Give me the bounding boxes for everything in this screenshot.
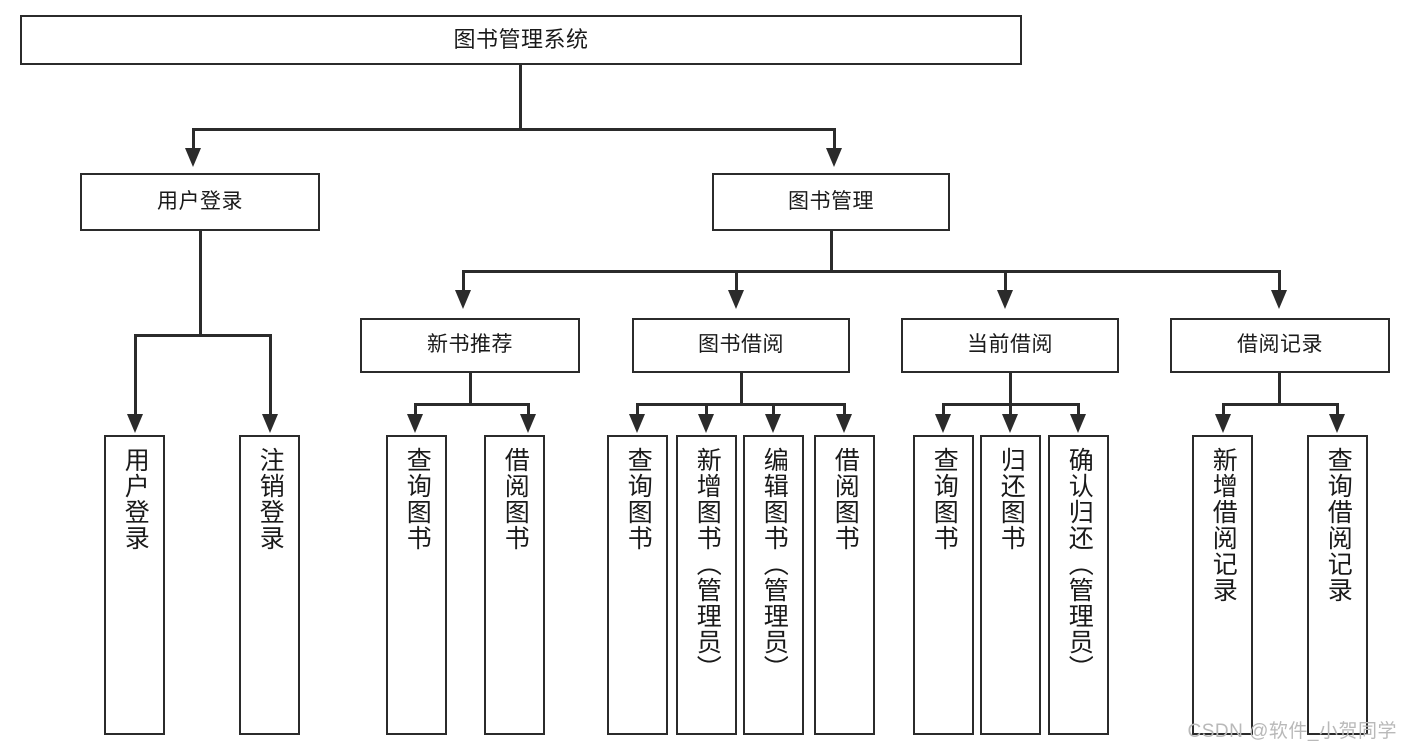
leaf-add-record-label: 新增借阅记录 [1209, 447, 1238, 603]
edge-nbr-stem [469, 373, 472, 406]
arrowhead-leaf-edit-book [765, 414, 781, 433]
arrowhead-leaf-borrow-book-1 [520, 414, 536, 433]
leaf-query-book-1[interactable]: 查询图书 [386, 435, 447, 735]
arrowhead-leaf-user-logout [262, 414, 278, 433]
edge-bb-to-leaf-3 [772, 403, 775, 417]
leaf-borrow-book-1-label: 借阅图书 [501, 447, 530, 551]
edge-bm-to-borrow-record [1278, 270, 1281, 292]
node-book-manage-label: 图书管理 [788, 189, 874, 213]
leaf-query-book-3[interactable]: 查询图书 [913, 435, 974, 735]
node-book-borrow-label: 图书借阅 [698, 333, 784, 357]
leaf-query-book-2[interactable]: 查询图书 [607, 435, 668, 735]
edge-bb-to-leaf-4 [843, 403, 846, 417]
edge-bb-to-leaf-2 [705, 403, 708, 417]
node-root-label: 图书管理系统 [453, 27, 589, 53]
edge-br-stem [1278, 373, 1281, 406]
edge-bm-to-book-borrow [735, 270, 738, 292]
leaf-borrow-book-1[interactable]: 借阅图书 [484, 435, 545, 735]
node-user-login[interactable]: 用户登录 [80, 173, 320, 231]
leaf-query-record[interactable]: 查询借阅记录 [1307, 435, 1368, 735]
edge-br-to-leaf-2 [1336, 403, 1339, 417]
arrowhead-leaf-query-book-3 [935, 414, 951, 433]
edge-user-login-stem [199, 231, 202, 337]
edge-cb-to-leaf-3 [1077, 403, 1080, 417]
leaf-add-record[interactable]: 新增借阅记录 [1192, 435, 1253, 735]
node-book-manage[interactable]: 图书管理 [712, 173, 950, 231]
leaf-edit-book[interactable]: 编辑图书（管理员） [743, 435, 804, 735]
arrowhead-leaf-borrow-book-2 [836, 414, 852, 433]
edge-user-login-to-leaf-2 [269, 334, 272, 416]
edge-root-to-user-login [192, 128, 195, 150]
node-current-borrow[interactable]: 当前借阅 [901, 318, 1119, 373]
leaf-borrow-book-2-label: 借阅图书 [831, 447, 860, 551]
edge-bb-to-leaf-1 [636, 403, 639, 417]
node-root[interactable]: 图书管理系统 [20, 15, 1022, 65]
leaf-query-book-3-label: 查询图书 [930, 447, 959, 551]
leaf-query-record-label: 查询借阅记录 [1324, 447, 1353, 603]
leaf-query-book-2-label: 查询图书 [624, 447, 653, 551]
edge-br-to-leaf-1 [1222, 403, 1225, 417]
arrowhead-leaf-query-book-2 [629, 414, 645, 433]
arrowhead-book-manage [826, 148, 842, 167]
arrowhead-leaf-return-book [1002, 414, 1018, 433]
edge-bb-stem [740, 373, 743, 406]
edge-user-login-bar [134, 334, 272, 337]
edge-cb-to-leaf-1 [942, 403, 945, 417]
arrowhead-leaf-add-book [698, 414, 714, 433]
leaf-add-book-label: 新增图书（管理员） [693, 447, 722, 681]
edge-user-login-to-leaf-1 [134, 334, 137, 416]
leaf-edit-book-label: 编辑图书（管理员） [760, 447, 789, 681]
edge-root-to-book-manage [833, 128, 836, 150]
edge-book-manage-stem [830, 231, 833, 273]
edge-nbr-to-leaf-1 [414, 403, 417, 417]
edge-bm-to-current-borrow [1004, 270, 1007, 292]
edge-cb-to-leaf-2 [1009, 403, 1012, 417]
edge-nbr-to-leaf-2 [527, 403, 530, 417]
arrowhead-new-book-recommend [455, 290, 471, 309]
node-borrow-record-label: 借阅记录 [1237, 333, 1323, 357]
node-current-borrow-label: 当前借阅 [967, 333, 1053, 357]
arrowhead-book-borrow [728, 290, 744, 309]
leaf-confirm-return[interactable]: 确认归还（管理员） [1048, 435, 1109, 735]
edge-bb-bar [636, 403, 846, 406]
arrowhead-leaf-confirm-return [1070, 414, 1086, 433]
arrowhead-user-login [185, 148, 201, 167]
edge-book-manage-bar [462, 270, 1281, 273]
edge-nbr-bar [414, 403, 530, 406]
leaf-return-book[interactable]: 归还图书 [980, 435, 1041, 735]
edge-bm-to-new-book [462, 270, 465, 292]
node-borrow-record[interactable]: 借阅记录 [1170, 318, 1390, 373]
edge-br-bar [1222, 403, 1339, 406]
leaf-add-book[interactable]: 新增图书（管理员） [676, 435, 737, 735]
leaf-user-logout-label: 注销登录 [256, 447, 285, 551]
leaf-query-book-1-label: 查询图书 [403, 447, 432, 551]
node-new-book-recommend-label: 新书推荐 [427, 333, 513, 357]
arrowhead-leaf-query-record [1329, 414, 1345, 433]
leaf-user-logout[interactable]: 注销登录 [239, 435, 300, 735]
node-user-login-label: 用户登录 [157, 189, 243, 213]
leaf-user-login[interactable]: 用户登录 [104, 435, 165, 735]
edge-cb-stem [1009, 373, 1012, 406]
arrowhead-leaf-add-record [1215, 414, 1231, 433]
leaf-return-book-label: 归还图书 [997, 447, 1026, 551]
leaf-borrow-book-2[interactable]: 借阅图书 [814, 435, 875, 735]
arrowhead-borrow-record [1271, 290, 1287, 309]
arrowhead-leaf-query-book-1 [407, 414, 423, 433]
leaf-confirm-return-label: 确认归还（管理员） [1065, 447, 1094, 681]
edge-root-stem [519, 65, 522, 130]
arrowhead-current-borrow [997, 290, 1013, 309]
arrowhead-leaf-user-login [127, 414, 143, 433]
edge-root-bar [192, 128, 836, 131]
leaf-user-login-label: 用户登录 [121, 447, 150, 551]
node-new-book-recommend[interactable]: 新书推荐 [360, 318, 580, 373]
node-book-borrow[interactable]: 图书借阅 [632, 318, 850, 373]
